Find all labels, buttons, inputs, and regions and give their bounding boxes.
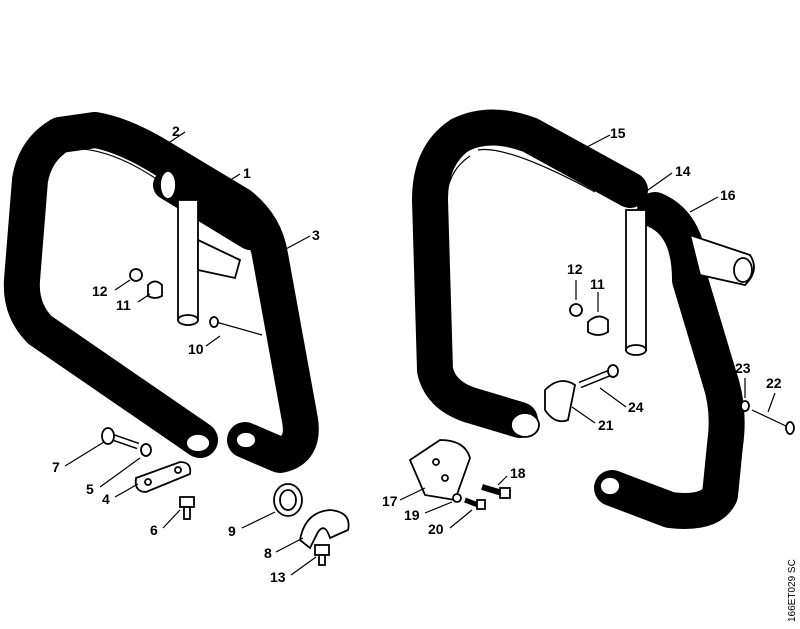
callout-11-left: 11 — [116, 297, 131, 313]
right-handle-tube — [412, 109, 648, 438]
callout-23: 23 — [735, 360, 751, 376]
buffer-9 — [273, 483, 303, 517]
right-handle-front — [594, 192, 745, 529]
callout-8: 8 — [264, 545, 272, 561]
screw-10 — [209, 316, 263, 336]
left-collar — [153, 170, 265, 250]
callout-19: 19 — [404, 507, 420, 523]
callout-1: 1 — [243, 165, 251, 181]
screw-22 — [751, 409, 795, 435]
callout-18: 18 — [510, 465, 526, 481]
screw-13 — [314, 544, 330, 566]
callout-16: 16 — [720, 187, 736, 203]
left-handlebar-assembly — [3, 112, 350, 566]
clamp-11-left — [147, 280, 163, 299]
callout-10: 10 — [188, 341, 204, 357]
bolt-7 — [101, 427, 140, 450]
right-mount-post — [625, 209, 755, 356]
washer-23 — [740, 400, 750, 412]
callout-4: 4 — [102, 491, 110, 507]
callout-20: 20 — [428, 521, 444, 537]
callout-14: 14 — [675, 163, 691, 179]
callout-9: 9 — [228, 523, 236, 539]
callout-21: 21 — [598, 417, 614, 433]
left-handle-tube — [3, 112, 319, 473]
callout-6: 6 — [150, 522, 158, 538]
drawing-code: 166ET029 SC — [787, 559, 798, 622]
callout-17: 17 — [382, 493, 398, 509]
callout-labels: 2 1 3 12 11 10 7 5 4 6 9 8 13 15 14 16 1… — [52, 123, 782, 585]
callout-2: 2 — [172, 123, 180, 139]
callout-12-left: 12 — [92, 283, 108, 299]
bolt-18 — [481, 484, 511, 499]
bolt-20 — [464, 497, 486, 510]
bracket-17 — [408, 439, 471, 502]
callout-3: 3 — [312, 227, 320, 243]
callout-7: 7 — [52, 459, 60, 475]
clamp-21 — [544, 380, 577, 423]
left-mount-post — [177, 199, 242, 326]
right-handlebar-assembly — [408, 109, 795, 529]
screw-6 — [179, 496, 195, 520]
nut-12-right — [569, 303, 583, 317]
callout-12-right: 12 — [567, 261, 583, 277]
callout-5: 5 — [86, 481, 94, 497]
washer-5 — [140, 443, 152, 457]
callout-15: 15 — [610, 125, 626, 141]
bracket-4 — [134, 461, 192, 493]
callout-24: 24 — [628, 399, 644, 415]
screw-24 — [578, 364, 619, 389]
clamp-8 — [299, 509, 350, 550]
leader-lines — [64, 131, 776, 576]
callout-13: 13 — [270, 569, 286, 585]
callout-11-right: 11 — [590, 276, 605, 292]
washer-19 — [452, 493, 462, 503]
clamp-11-right — [587, 315, 609, 336]
nut-12-left — [129, 268, 143, 282]
callout-22: 22 — [766, 375, 782, 391]
